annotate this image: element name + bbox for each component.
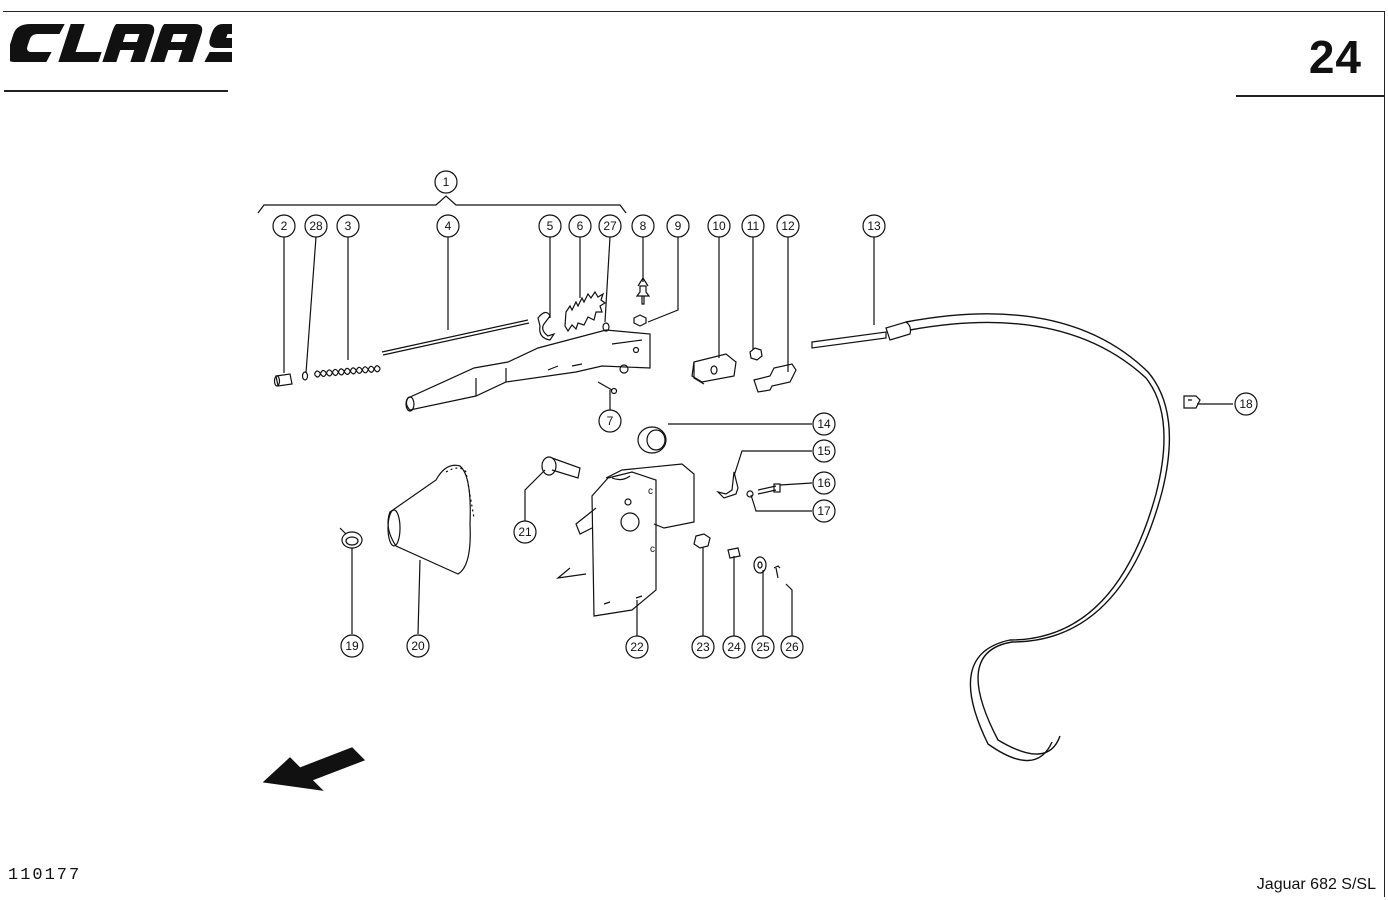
callout-28: 28	[304, 214, 328, 238]
ring-part-28	[301, 371, 309, 381]
nut-part-11	[749, 347, 763, 361]
callout-26: 26	[780, 635, 804, 659]
callout-18: 18	[1234, 392, 1258, 416]
callout-2: 2	[272, 214, 296, 238]
rubber-boot-part-20	[387, 464, 475, 575]
svg-text:2: 2	[281, 219, 288, 233]
callout-3: 3	[336, 214, 360, 238]
model-name: Jaguar 682 S/SL	[1256, 876, 1376, 893]
callout-6: 6	[568, 214, 592, 238]
hose-clamp-part-19	[339, 527, 363, 549]
washer-part-17	[746, 490, 754, 498]
callout-24: 24	[722, 635, 746, 659]
svg-text:22: 22	[630, 640, 644, 654]
callout-7: 7	[598, 409, 622, 433]
svg-text:1: 1	[443, 175, 450, 189]
clip-part-18	[1183, 395, 1201, 409]
nut-part-9	[633, 314, 647, 327]
claas-logo	[6, 20, 259, 71]
bolt-part-21	[541, 456, 581, 479]
svg-text:10: 10	[712, 219, 726, 233]
svg-text:5: 5	[547, 219, 554, 233]
callout-25: 25	[751, 635, 775, 659]
spring-part-3	[313, 365, 381, 378]
sleeve-part-24	[727, 547, 741, 559]
drawing-id: 110177	[8, 866, 82, 885]
cable-part-13	[811, 313, 1171, 762]
callout-13: 13	[862, 214, 886, 238]
svg-text:19: 19	[345, 639, 359, 653]
svg-text:14: 14	[817, 417, 831, 431]
svg-text:6: 6	[577, 219, 584, 233]
callout-14: 14	[812, 412, 836, 436]
screw-part-7	[597, 381, 618, 395]
lever-assembly	[405, 329, 651, 412]
grease-nipple-part-8	[635, 276, 651, 305]
svg-text:18: 18	[1239, 397, 1253, 411]
logo-rule	[4, 90, 228, 92]
group-bracket	[257, 195, 627, 214]
svg-text:23: 23	[696, 640, 710, 654]
callout-8: 8	[631, 214, 655, 238]
callout-21: 21	[513, 520, 537, 544]
clevis-part-12	[753, 363, 797, 393]
callout-5: 5	[538, 214, 562, 238]
mounting-bracket-part-22: c c	[555, 463, 695, 617]
svg-text:16: 16	[817, 476, 831, 490]
svg-text:15: 15	[817, 444, 831, 458]
callout-15: 15	[812, 439, 836, 463]
direction-arrow	[262, 747, 366, 791]
svg-text:c: c	[648, 486, 653, 497]
callout-22: 22	[625, 635, 649, 659]
callout-11: 11	[741, 214, 765, 238]
svg-text:8: 8	[640, 219, 647, 233]
rod-part-4	[381, 319, 530, 356]
hook-part-5	[537, 311, 556, 341]
callout-10: 10	[707, 214, 731, 238]
callout-17: 17	[812, 499, 836, 523]
svg-text:24: 24	[727, 640, 741, 654]
block-part-10	[691, 353, 737, 385]
callout-1: 1	[434, 170, 458, 194]
page-number: 24	[1308, 31, 1362, 83]
page-frame	[3, 11, 1385, 897]
svg-text:12: 12	[781, 219, 795, 233]
svg-text:c: c	[650, 544, 655, 555]
svg-text:27: 27	[603, 219, 617, 233]
pin-part-27	[602, 322, 610, 332]
svg-text:25: 25	[756, 640, 770, 654]
svg-text:3: 3	[345, 219, 352, 233]
bushing-part-2	[273, 373, 293, 387]
svg-text:20: 20	[411, 639, 425, 653]
callout-9: 9	[666, 214, 690, 238]
callout-16: 16	[812, 471, 836, 495]
page-number-rule	[1236, 95, 1384, 97]
nut-part-23	[693, 533, 711, 549]
callout-27: 27	[598, 214, 622, 238]
cap-part-14	[637, 426, 667, 454]
svg-text:7: 7	[607, 414, 614, 428]
ratchet-part-6	[564, 290, 607, 333]
svg-text:21: 21	[518, 525, 532, 539]
bolt-part-16	[757, 483, 781, 495]
callout-12: 12	[776, 214, 800, 238]
bracket-part-15	[716, 471, 739, 499]
svg-text:4: 4	[445, 219, 452, 233]
callout-4: 4	[436, 214, 460, 238]
callout-20: 20	[406, 634, 430, 658]
callout-23: 23	[691, 635, 715, 659]
svg-text:13: 13	[867, 219, 881, 233]
cotter-pin-part-26	[773, 565, 781, 579]
svg-text:26: 26	[785, 640, 799, 654]
svg-text:9: 9	[675, 219, 682, 233]
callout-19: 19	[340, 634, 364, 658]
svg-text:17: 17	[817, 504, 831, 518]
svg-text:28: 28	[309, 219, 323, 233]
washer-part-25	[753, 556, 767, 574]
svg-text:11: 11	[747, 219, 760, 233]
